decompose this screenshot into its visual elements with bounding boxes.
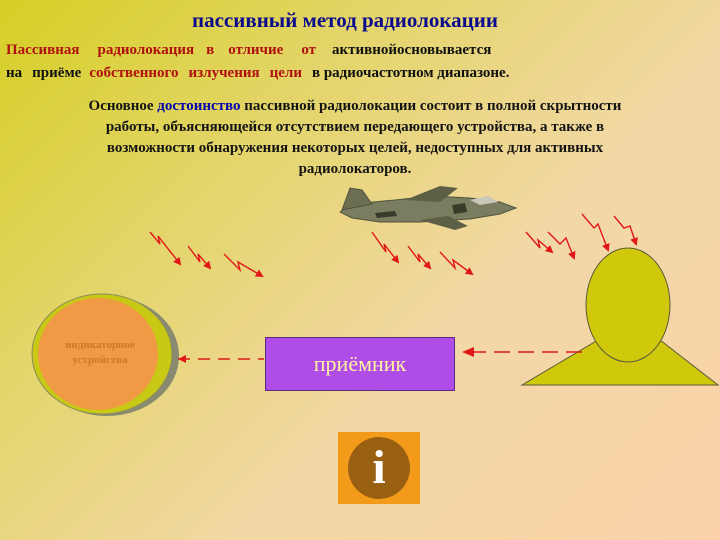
signal-arrow bbox=[548, 232, 574, 258]
info-icon: i bbox=[348, 437, 410, 499]
receiver-label: приёмник bbox=[314, 351, 406, 377]
signal-arrow bbox=[526, 232, 552, 252]
signal-arrow bbox=[582, 214, 608, 250]
signal-arrows bbox=[150, 214, 636, 276]
signal-arrow bbox=[372, 232, 398, 262]
indicator-label: индикаторное устройства bbox=[42, 338, 158, 368]
indicator-connection bbox=[178, 355, 264, 363]
info-button[interactable]: i bbox=[338, 432, 420, 504]
signal-arrow bbox=[440, 252, 472, 274]
signal-arrow bbox=[188, 246, 210, 268]
fighter-jet-icon bbox=[340, 186, 516, 230]
receiver-box: приёмник bbox=[265, 337, 455, 391]
signal-arrow bbox=[224, 254, 262, 276]
signal-arrow bbox=[408, 246, 430, 268]
signal-arrow bbox=[150, 232, 180, 264]
antenna-connection bbox=[462, 347, 582, 357]
signal-arrow bbox=[614, 216, 636, 244]
antenna bbox=[522, 248, 718, 385]
